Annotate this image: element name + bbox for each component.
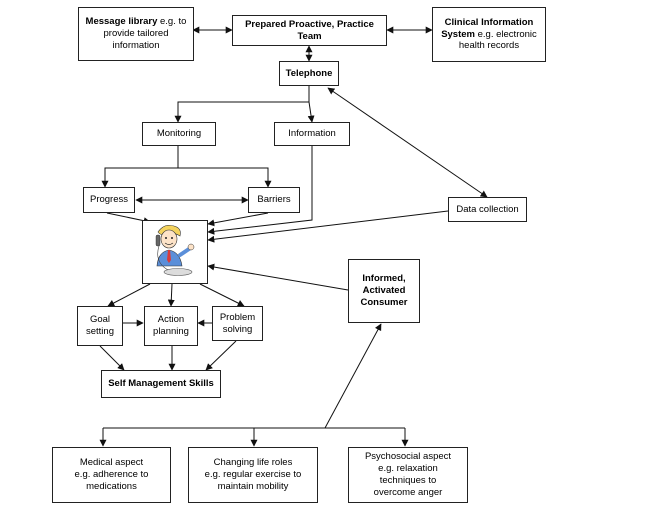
edge-figure-action — [167, 283, 175, 307]
edge-figure-goal — [107, 283, 151, 307]
edge-telephone-information — [307, 101, 315, 123]
center-figure-box — [142, 220, 208, 284]
practice-team-box: Prepared Proactive, Practice Team — [232, 15, 387, 46]
changing-life-roles-box: Changing life roles e.g. regular exercis… — [188, 447, 318, 503]
informed-consumer-box: Informed, Activated Consumer — [348, 259, 420, 323]
information-box: Information — [274, 122, 350, 146]
edge-datacollection-figure — [207, 210, 449, 243]
edge-figure-problem — [199, 283, 245, 307]
edge-telephone-branch — [174, 86, 310, 123]
self-management-skills-box: Self Management Skills — [101, 370, 221, 398]
progress-box: Progress — [83, 187, 135, 213]
edge-monitoring-branch — [101, 146, 179, 188]
edge-monitoring-barriers — [178, 167, 272, 188]
data-collection-box: Data collection — [448, 197, 527, 222]
message-library-box: Message library e.g. to provide tailored… — [78, 7, 194, 61]
medical-aspect-box: Medical aspect e.g. adherence to medicat… — [52, 447, 171, 503]
edge-information-figure — [207, 146, 313, 235]
problem-solving-box: Problem solving — [212, 306, 263, 341]
action-planning-box: Action planning — [144, 306, 198, 346]
edge-goal-skills — [99, 345, 125, 371]
edge-problem-skills — [205, 340, 237, 371]
telephone-box: Telephone — [279, 61, 339, 86]
edge-bar-consumer — [324, 323, 382, 429]
clinical-information-box: Clinical Information System e.g. electro… — [432, 7, 546, 62]
goal-setting-box: Goal setting — [77, 306, 123, 346]
edge-barriers-figure — [207, 212, 269, 227]
edge-consumer-figure — [207, 263, 349, 291]
edge-telephone-datacollection — [327, 87, 488, 198]
monitoring-box: Monitoring — [142, 122, 216, 146]
barriers-box: Barriers — [248, 187, 300, 213]
person-on-phone-icon — [155, 224, 195, 276]
psychosocial-aspect-box: Psychosocial aspect e.g. relaxation tech… — [348, 447, 468, 503]
